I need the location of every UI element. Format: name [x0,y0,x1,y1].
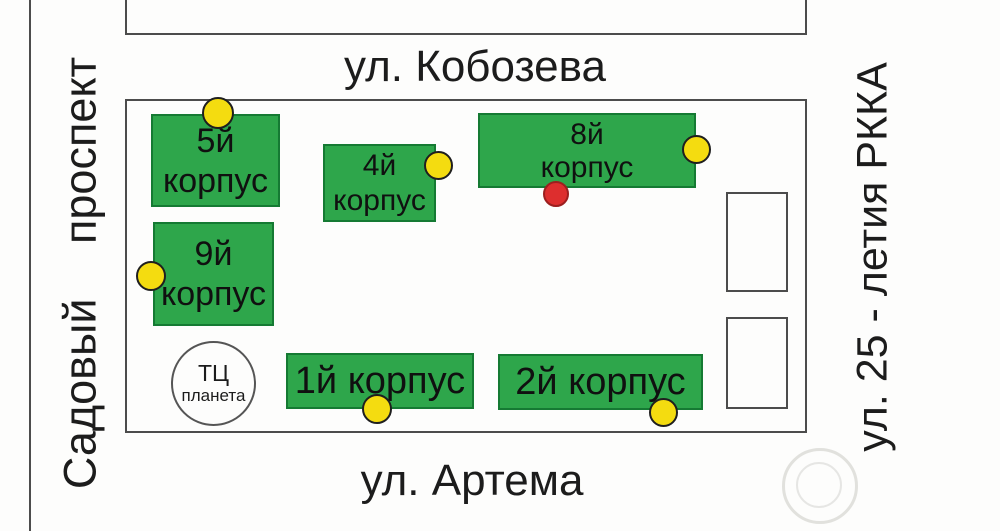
street-label-sadovy-prospekt: Садовый проспект [54,56,106,490]
street-label-kobozeva: ул. Кобозева [344,42,606,91]
building-korpus-4: 4й корпус [323,144,436,222]
building-korpus-8-label-line1: 8й [570,117,604,151]
landmark-tc-planeta-line2: планета [181,386,246,405]
entrance-marker-korpus-4 [424,151,453,180]
entrance-marker-korpus-2 [649,398,678,427]
unlabeled-building-upper [726,192,788,292]
street-label-25-letiya-rkka: ул. 25 - летия РККА [848,62,897,452]
entrance-marker-korpus-9 [136,261,166,291]
building-korpus-8: 8й корпус [478,113,696,188]
watermark-stamp-icon [782,448,858,524]
campus-block-outline [125,99,807,433]
building-korpus-9: 9й корпус [153,222,274,326]
building-korpus-4-label-line2: корпус [333,184,426,217]
building-korpus-2-label: 2й корпус [515,360,686,403]
entrance-marker-korpus-5 [202,97,234,129]
building-korpus-5: 5й корпус [151,114,280,207]
street-label-artema: ул. Артема [360,456,584,505]
building-korpus-9-label-line1: 9й [194,235,233,273]
building-korpus-9-label-line2: корпус [160,275,267,313]
building-korpus-8-label-line2: корпус [540,150,634,184]
entrance-marker-korpus-8 [682,135,711,164]
building-korpus-4-label-line1: 4й [362,149,397,182]
top-city-block-outline [125,0,807,35]
building-korpus-5-label-line2: корпус [162,161,269,200]
left-street-line [29,0,31,531]
landmark-tc-planeta-line1: ТЦ [197,360,230,386]
landmark-tc-planeta: ТЦ планета [171,341,256,426]
entrance-marker-korpus-1 [362,394,392,424]
highlight-marker-red [543,181,569,207]
unlabeled-building-lower [726,317,788,409]
watermark-stamp-inner-ring [796,462,842,508]
